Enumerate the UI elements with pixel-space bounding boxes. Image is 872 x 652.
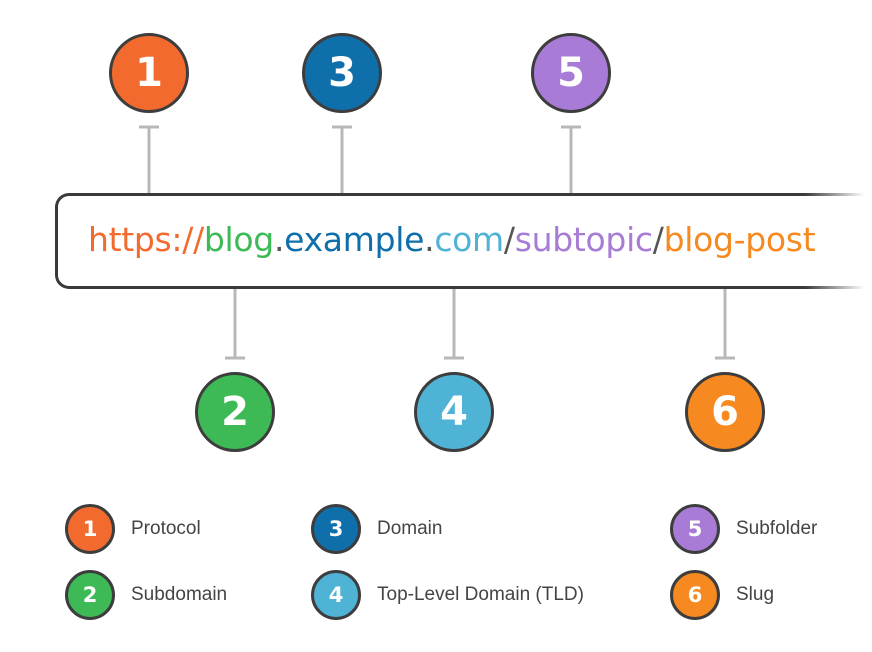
legend-label-subfolder: Subfolder bbox=[736, 518, 818, 539]
legend-label-domain: Domain bbox=[377, 518, 443, 539]
legend-marker-2: 2 bbox=[65, 570, 115, 620]
legend-marker-6: 6 bbox=[670, 570, 720, 620]
legend-marker-4: 4 bbox=[311, 570, 361, 620]
url-protocol: https:// bbox=[88, 220, 204, 259]
url-dot-1: . bbox=[273, 220, 285, 259]
marker-5: 5 bbox=[531, 33, 611, 113]
url-slash-2: / bbox=[652, 220, 664, 259]
legend-label-subdomain: Subdomain bbox=[131, 584, 228, 605]
url-slug: blog-post bbox=[663, 220, 816, 259]
marker-2: 2 bbox=[195, 372, 275, 452]
url-subdomain: blog bbox=[203, 220, 274, 259]
url-dot-2: . bbox=[424, 220, 435, 259]
marker-4: 4 bbox=[414, 372, 494, 452]
url-bar bbox=[55, 192, 872, 296]
marker-3: 3 bbox=[302, 33, 382, 113]
url-tld: com bbox=[434, 220, 504, 259]
legend-label-tld: Top-Level Domain (TLD) bbox=[377, 584, 584, 605]
marker-1: 1 bbox=[109, 33, 189, 113]
url-bar-fade bbox=[805, 192, 872, 296]
url-slash-1: / bbox=[503, 220, 515, 259]
legend-marker-3: 3 bbox=[311, 504, 361, 554]
legend-marker-5: 5 bbox=[670, 504, 720, 554]
url-domain: example bbox=[284, 220, 425, 259]
legend-marker-1: 1 bbox=[65, 504, 115, 554]
legend-label-slug: Slug bbox=[736, 584, 775, 605]
url-text: https://blog.example.com/subtopic/blog-p… bbox=[88, 217, 816, 263]
url-subfolder: subtopic bbox=[514, 220, 653, 259]
legend-label-protocol: Protocol bbox=[131, 518, 201, 539]
marker-6: 6 bbox=[685, 372, 765, 452]
